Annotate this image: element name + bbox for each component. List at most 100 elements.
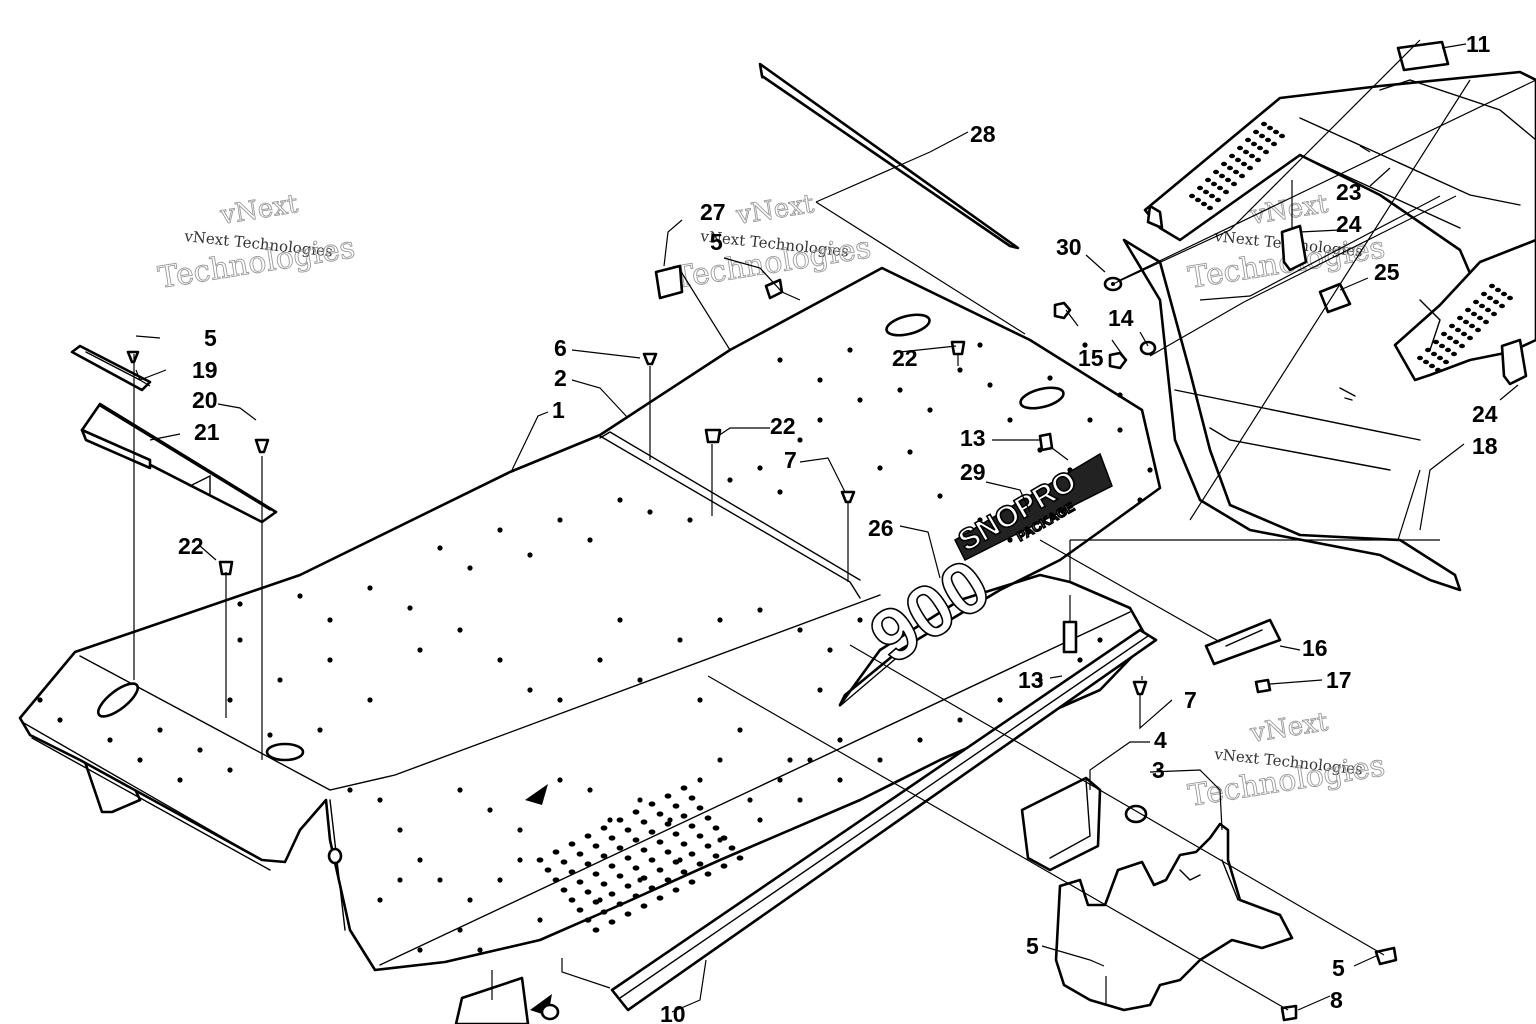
rivet-hole [827,647,833,653]
perforation-hole [736,855,744,861]
part-3-plate [1054,822,1294,1012]
bumper-perforation [1465,307,1471,313]
rivet-hole [847,347,853,353]
part-11-reflector [1396,40,1450,72]
rivet-hole [637,797,643,803]
perforation-hole [608,919,616,925]
bumper-perforation [1463,319,1469,325]
rivet-hole [397,827,403,833]
callout-11: 11 [1466,31,1491,57]
rivet-hole [457,927,463,933]
bumper-perforation [1447,335,1453,341]
rivet-hole [1077,657,1083,663]
perforation-hole [680,869,688,875]
bumper-perforation [1273,129,1279,135]
watermark-bottom-right: vNext vNext Technologies Technologies [1185,707,1387,815]
callout-7: 7 [1184,687,1197,713]
perforation-hole [584,917,592,923]
callout-labels: 11 28 27 5 30 23 24 25 15 14 5 19 20 21 … [178,31,1498,1024]
rivet-hole [717,617,723,623]
perforation-hole [624,855,632,861]
rivet-hole [637,677,643,683]
bumper-perforation [1217,185,1223,191]
rivet-hole [797,797,803,803]
perforation-hole [632,865,640,871]
bumper-perforation [1233,169,1239,175]
rivet-hole [617,617,623,623]
rivet-hole [747,797,753,803]
rivet-hole [497,877,503,883]
rivet-hole [497,657,503,663]
rivet-hole [807,757,813,763]
rivet-hole [297,593,303,599]
perforation-hole [584,833,592,839]
callout-20: 20 [192,387,218,413]
rivet-hole [907,449,913,455]
rivet-hole [527,687,533,693]
perforation-hole [696,861,704,867]
rivet-hole [727,477,733,483]
rivet-hole [957,367,963,373]
bumper-perforation [1247,165,1253,171]
perforation-hole [648,885,656,891]
perforation-hole [640,819,648,825]
perforation-hole [616,845,624,851]
perforation-hole [656,895,664,901]
rivet-hole [587,787,593,793]
bumper-perforation [1259,133,1265,139]
rivet-hole [757,607,763,613]
rivet-hole [837,777,843,783]
callout-18: 18 [1472,433,1498,459]
watermark-top-left: vNext vNext Technologies Technologies [155,189,357,297]
bumper-perforation [1435,367,1441,373]
perforation-hole [688,795,696,801]
callout-8: 8 [1330,987,1343,1013]
bumper-perforation [1255,157,1261,163]
perforation-hole [576,907,584,913]
rivet-hole [497,527,503,533]
rivet-hole [347,787,353,793]
bumper-perforation [1475,327,1481,333]
callout-23: 23 [1336,179,1362,205]
perforation-hole [672,859,680,865]
bumper-perforation [1195,197,1201,203]
bumper-perforation [1437,355,1443,361]
perforation-hole [664,793,672,799]
bumper-perforation [1279,133,1285,139]
part-19-strip [70,344,152,392]
rivet-hole [587,537,593,543]
bumper-perforation [1501,291,1507,297]
perforation-hole [600,853,608,859]
perforation-hole [608,863,616,869]
bumper-perforation [1461,331,1467,337]
perforation-hole [552,877,560,883]
bumper-perforation [1467,335,1473,341]
callout-2: 2 [554,365,567,391]
bumper-perforation [1223,189,1229,195]
rivet-hole [197,747,203,753]
perforation-hole [688,823,696,829]
perforation-hole [656,839,664,845]
bumper-perforation [1267,125,1273,131]
rivet-hole [237,601,243,607]
arrow-indicator [525,784,548,805]
watermark-top-center: vNext vNext Technologies Technologies [671,189,873,297]
rivet-hole [777,357,783,363]
perforation-hole [568,841,576,847]
callout-19: 19 [192,357,218,383]
rivet-hole [1137,497,1143,503]
rivet-hole [1047,375,1053,381]
callout-10: 10 [660,1001,686,1024]
watermark-word: vNext [1247,707,1330,749]
rivet-hole [517,827,523,833]
part-28-sheet [758,62,1020,250]
rivet-hole [327,657,333,663]
perforation-hole [696,833,704,839]
watermark-word: vNext [1247,189,1330,231]
bumper-perforation [1257,145,1263,151]
perforation-hole [616,873,624,879]
bumper-perforation [1493,299,1499,305]
rivet-hole [557,697,563,703]
perforation-hole [560,859,568,865]
